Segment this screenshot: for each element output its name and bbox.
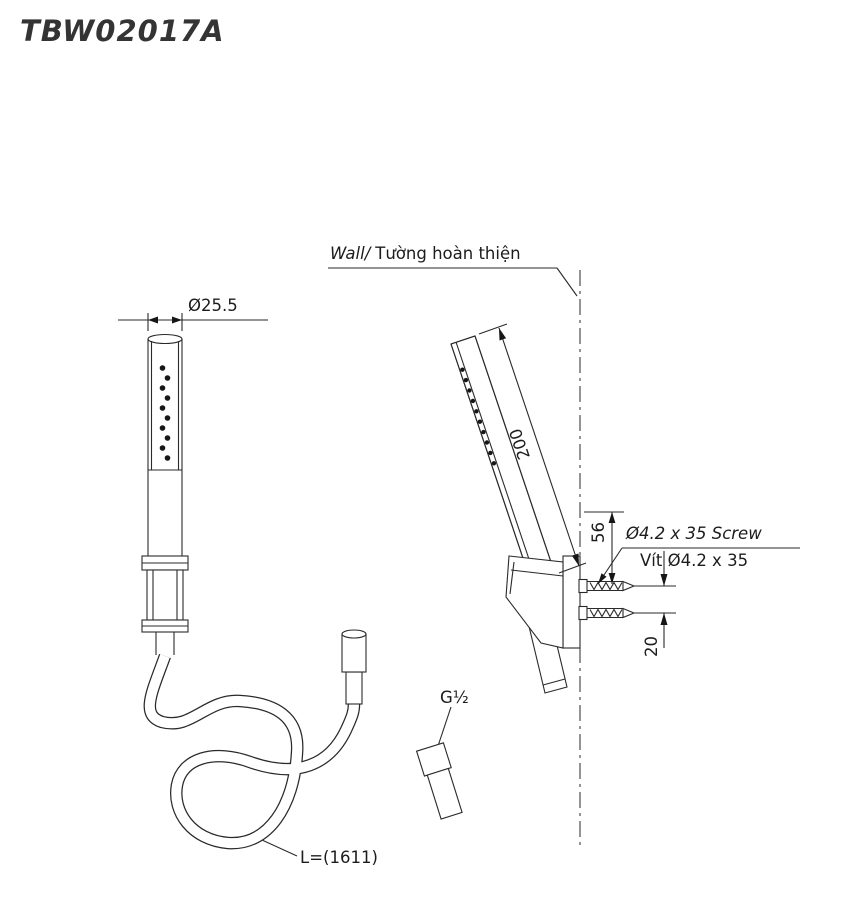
hose-length-label: L=(1611) xyxy=(300,848,378,867)
shower-hose xyxy=(143,653,361,850)
dim-56 xyxy=(584,511,624,584)
side-view xyxy=(328,267,800,845)
dim-label-20: 20 xyxy=(642,636,661,657)
wall-bracket-side xyxy=(505,555,581,649)
g-half-fitting xyxy=(415,706,463,820)
dim-label-56: 56 xyxy=(589,522,608,543)
front-view xyxy=(118,313,367,850)
screw-label-leader xyxy=(597,547,800,585)
screw-spec-vi: Vít Ø4.2 x 35 xyxy=(640,551,749,570)
wall-label: Wall/Tường hoàn thiện xyxy=(330,244,521,264)
hose-length-leader xyxy=(261,839,298,857)
wall-label-en: Wall/ xyxy=(330,244,371,263)
dim-head-diameter xyxy=(118,313,268,331)
screw-spec-en: Ø4.2 x 35 Screw xyxy=(626,524,762,543)
thread-size-label: G½ xyxy=(440,688,469,707)
drawing-title: TBW02017A xyxy=(20,14,225,48)
dim-label-head-diameter: Ø25.5 xyxy=(188,296,238,315)
mounting-screw-bottom xyxy=(578,605,636,621)
dim-200 xyxy=(478,323,587,574)
mounting-screw-top xyxy=(578,578,636,594)
dim-20 xyxy=(634,551,676,648)
wall-label-leader xyxy=(328,267,578,297)
wall-bracket-front xyxy=(141,555,189,655)
shower-wand-front xyxy=(147,333,183,556)
shower-wand-side xyxy=(450,335,556,583)
spray-dots-side xyxy=(460,367,497,466)
spray-dots-front xyxy=(159,365,171,461)
wall-label-vi: Tường hoàn thiện xyxy=(375,244,521,263)
hose-connector xyxy=(341,629,367,705)
